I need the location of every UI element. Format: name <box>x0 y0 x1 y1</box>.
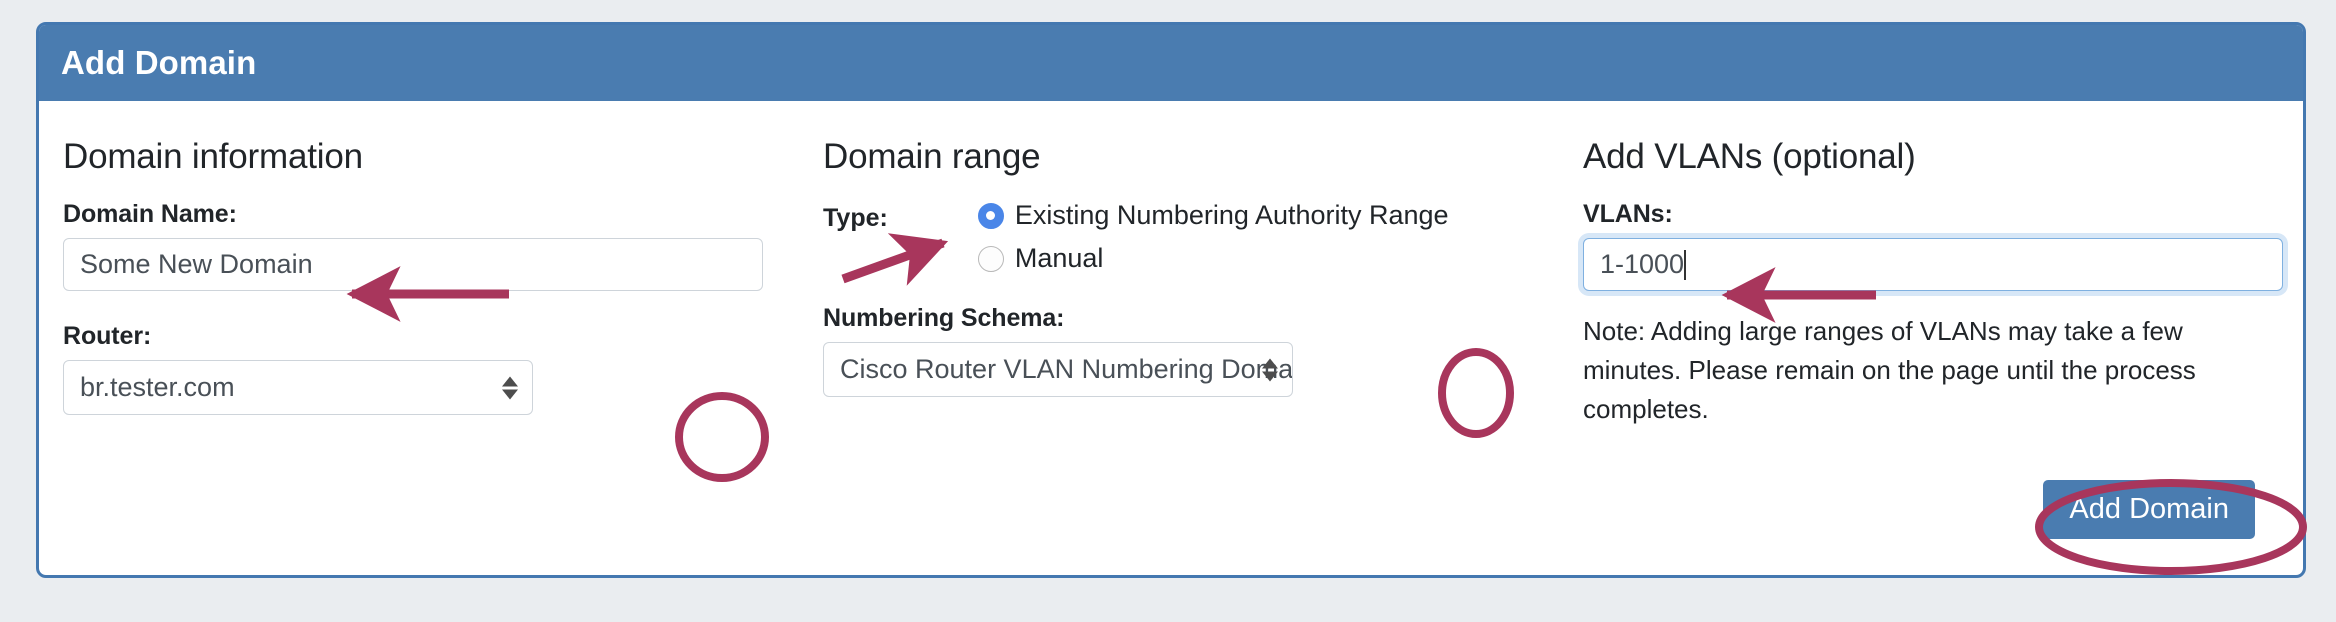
vlans-input[interactable]: 1-1000 <box>1583 238 2283 291</box>
add-vlans-column: Add VLANs (optional) VLANs: 1-1000 Note:… <box>1559 137 2299 575</box>
domain-information-heading: Domain information <box>63 137 363 176</box>
router-select[interactable]: br.tester.com <box>63 360 533 415</box>
page-title: Add Domain <box>61 44 257 81</box>
type-radio-group: Existing Numbering Authority Range Manua… <box>977 200 1449 274</box>
type-label: Type: <box>823 204 888 232</box>
router-select-value: br.tester.com <box>80 372 235 402</box>
radio-label-existing-range: Existing Numbering Authority Range <box>1014 200 1449 230</box>
radio-existing-numbering-authority-range[interactable]: Existing Numbering Authority Range <box>977 200 1449 231</box>
router-label: Router: <box>63 322 152 350</box>
domain-name-input[interactable] <box>63 238 763 291</box>
radio-label-manual: Manual <box>1014 243 1104 273</box>
add-domain-button[interactable]: Add Domain <box>2043 480 2255 539</box>
domain-information-column: Domain information Domain Name: Router: … <box>39 137 799 575</box>
add-vlans-heading: Add VLANs (optional) <box>1583 137 1916 176</box>
panel-header: Add Domain <box>39 25 2303 101</box>
panel-body: Domain information Domain Name: Router: … <box>39 101 2303 575</box>
domain-name-label: Domain Name: <box>63 200 237 228</box>
vlans-note: Note: Adding large ranges of VLANs may t… <box>1583 316 2196 424</box>
numbering-schema-label: Numbering Schema: <box>823 304 1065 332</box>
stepper-up-down-icon[interactable] <box>502 376 518 399</box>
text-caret <box>1684 249 1687 280</box>
domain-range-column: Domain range Type: Existing Numbering Au… <box>799 137 1559 575</box>
domain-range-heading: Domain range <box>823 137 1041 176</box>
numbering-schema-select[interactable]: Cisco Router VLAN Numbering Domain Templ… <box>823 342 1293 397</box>
vlans-label: VLANs: <box>1583 200 1673 228</box>
stepper-up-down-icon[interactable] <box>1262 358 1278 381</box>
radio-selected-icon[interactable] <box>977 202 1004 229</box>
add-domain-panel: Add Domain Domain information Domain Nam… <box>36 22 2306 578</box>
numbering-schema-select-value: Cisco Router VLAN Numbering Domain Templ… <box>840 354 1293 384</box>
type-row: Type: Existing Numbering Authority Range… <box>823 200 1559 274</box>
radio-unselected-icon[interactable] <box>977 245 1004 272</box>
radio-manual[interactable]: Manual <box>977 243 1449 274</box>
vlans-input-value: 1-1000 <box>1600 249 1685 279</box>
